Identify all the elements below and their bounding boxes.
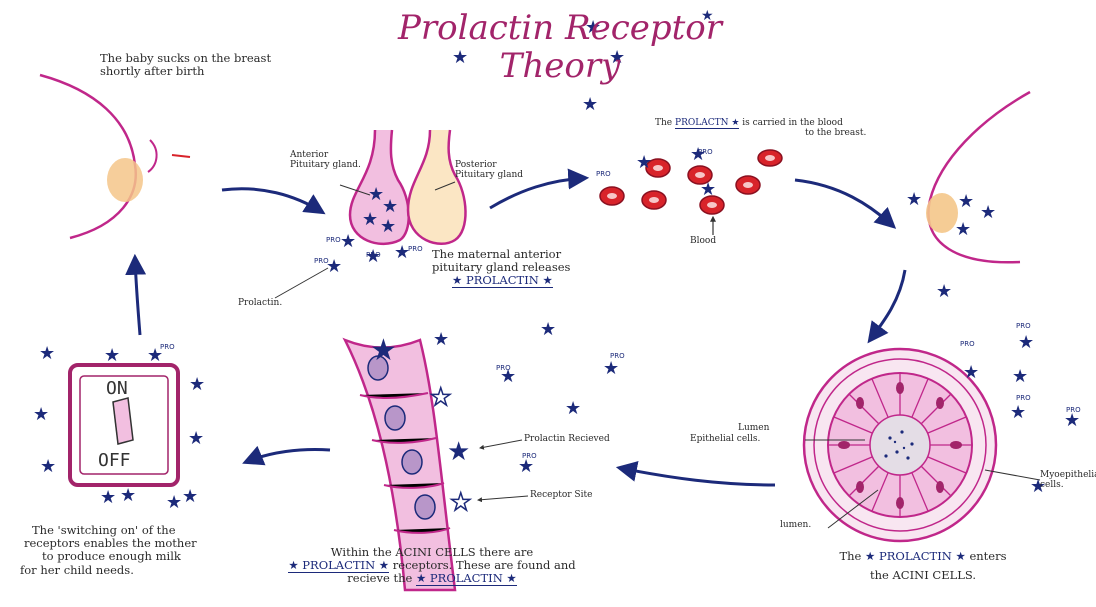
title-line-1: Prolactin Receptor: [380, 8, 740, 48]
svg-text:★: ★: [963, 362, 979, 383]
blood-caption-line-1: The PROLACTN ★ is carried in the blood: [655, 118, 945, 128]
receptor-caption-line-3-start: recieve the: [347, 571, 412, 585]
prolactin-highlight-blood: PROLACTN ★: [675, 118, 739, 129]
pro-tag: PRO: [1016, 394, 1031, 402]
svg-text:★: ★: [382, 196, 398, 217]
svg-text:★: ★: [39, 343, 55, 364]
svg-text:★: ★: [430, 383, 452, 411]
svg-text:★: ★: [33, 404, 49, 425]
blood-transport-caption: The PROLACTN ★ is carried in the blood t…: [655, 118, 945, 139]
receptor-site-label: Receptor Site: [530, 490, 592, 500]
switch-on-label: ON: [106, 378, 128, 399]
switch-caption-line-3: to produce enough milk: [20, 550, 250, 563]
title-line-2: Theory: [380, 46, 740, 86]
svg-text:★: ★: [104, 345, 120, 366]
pro-tag: PRO: [610, 352, 625, 360]
diagram-title: Prolactin Receptor Theory: [380, 8, 740, 86]
svg-text:★: ★: [1018, 332, 1034, 353]
pro-tag: PRO: [960, 340, 975, 348]
epithelial-cells-label: Epithelial cells.: [690, 434, 760, 444]
pro-tag: PRO: [698, 148, 713, 156]
svg-text:★: ★: [380, 216, 396, 237]
blood-caption-line-2: to the breast.: [655, 128, 945, 138]
svg-text:★: ★: [40, 456, 56, 477]
myoepithelial-cells-label: Myoepithelial cells.: [1040, 470, 1092, 491]
pro-tag: PRO: [1016, 322, 1031, 330]
acini-enters-caption: The ★ PROLACTIN ★ enters the ACINI CELLS…: [808, 550, 1038, 582]
posterior-pituitary-label: Posterior Pituitary gland: [455, 160, 525, 181]
blood-label: Blood: [690, 236, 716, 246]
acini-cross-section: [804, 349, 1040, 541]
prolactin-highlight: ★ PROLACTIN ★: [452, 273, 553, 288]
svg-text:★: ★: [182, 486, 198, 507]
receptor-caption-line-2-rest: receptors. These are found and: [393, 558, 576, 572]
svg-text:★: ★: [450, 488, 472, 516]
baby-sucks-caption: The baby sucks on the breast shortly aft…: [100, 52, 310, 78]
svg-text:★: ★: [1010, 402, 1026, 423]
acini-caption-enters: enters: [969, 549, 1006, 563]
acini-caption-line-1: The ★ PROLACTIN ★ enters: [808, 550, 1038, 563]
svg-text:★: ★: [565, 398, 581, 419]
svg-text:★: ★: [955, 219, 971, 240]
prolactin-highlight-acini: ★ PROLACTIN ★: [865, 549, 966, 563]
receptor-caption: Within the ACINI CELLS there are ★ PROLA…: [272, 546, 592, 586]
switch-caption: The 'switching on' of the receptors enab…: [20, 524, 250, 577]
pro-tag: PRO: [160, 343, 175, 351]
switch-caption-line-4: for her child needs.: [20, 564, 250, 577]
svg-text:★: ★: [980, 202, 996, 223]
switch-off-label: OFF: [98, 450, 131, 471]
svg-text:★: ★: [540, 319, 556, 340]
pituitary-releases-caption: The maternal anterior pituitary gland re…: [432, 248, 632, 288]
blood-caption-rest: is carried in the blood: [742, 118, 843, 128]
flow-arrows: [135, 178, 905, 485]
svg-text:★: ★: [189, 374, 205, 395]
svg-text:★: ★: [958, 191, 974, 212]
svg-text:★: ★: [906, 189, 922, 210]
acini-caption-line-2: the ACINI CELLS.: [808, 569, 1038, 582]
svg-text:★: ★: [447, 437, 470, 467]
svg-text:★: ★: [370, 333, 397, 368]
svg-text:★: ★: [1012, 366, 1028, 387]
pro-tag: PRO: [496, 364, 511, 372]
svg-text:★: ★: [936, 281, 952, 302]
pro-tag: PRO: [408, 245, 423, 253]
acini-caption-the: The: [839, 549, 861, 563]
breast-feeding-illustration: [40, 75, 190, 238]
svg-text:★: ★: [362, 209, 378, 230]
receptor-caption-line-3: recieve the ★ PROLACTIN ★: [272, 572, 592, 585]
svg-text:★: ★: [700, 179, 716, 200]
svg-text:★: ★: [340, 231, 356, 252]
pro-tag: PRO: [366, 251, 381, 259]
pro-tag: PRO: [314, 257, 329, 265]
svg-text:★: ★: [603, 358, 619, 379]
svg-text:★: ★: [433, 329, 449, 350]
lumen-label-bottom: lumen.: [780, 520, 811, 530]
pro-tag: PRO: [1066, 406, 1081, 414]
svg-text:★: ★: [582, 94, 598, 115]
svg-text:★: ★: [100, 487, 116, 508]
prolactin-label: Prolactin.: [238, 298, 282, 308]
svg-text:★: ★: [636, 152, 652, 173]
prolactin-recieved-label: Prolactin Recieved: [524, 434, 610, 444]
lumen-label-top: Lumen: [738, 423, 769, 433]
blood-caption-the: The: [655, 118, 672, 128]
svg-text:★: ★: [120, 485, 136, 506]
svg-text:★: ★: [188, 428, 204, 449]
prolactin-highlight-receptor-2: ★ PROLACTIN ★: [416, 571, 517, 586]
pro-tag: PRO: [596, 170, 611, 178]
svg-text:★: ★: [166, 492, 182, 513]
pro-tag: PRO: [522, 452, 537, 460]
pituitary-caption-line-3: ★ PROLACTIN ★: [432, 274, 632, 287]
pro-tag: PRO: [326, 236, 341, 244]
anterior-pituitary-label: Anterior Pituitary gland.: [290, 150, 368, 171]
